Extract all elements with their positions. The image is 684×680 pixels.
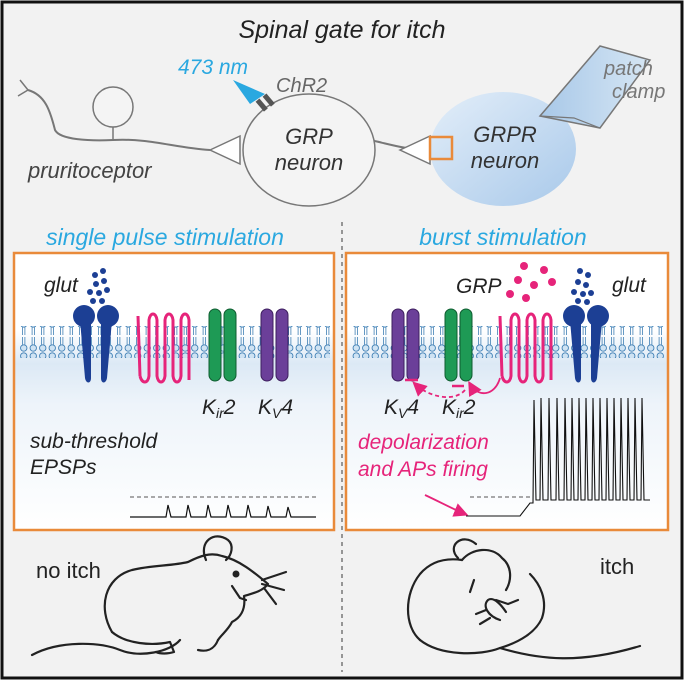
right-kir2-label: Kir2: [442, 396, 476, 421]
left-panel: [12, 251, 336, 532]
title: Spinal gate for itch: [238, 16, 445, 44]
grpr-neuron-label-1: GRPR: [473, 122, 537, 147]
patch-clamp-label-1: patch: [603, 58, 653, 80]
left-mouse-icon: [30, 535, 288, 657]
laser-beam-icon: [233, 80, 265, 104]
right-kv4-channel-icon: [391, 308, 420, 382]
right-heading: burst stimulation: [419, 224, 586, 250]
left-grpr-receptor-icon: [136, 312, 191, 384]
synapse-highlight-box: [428, 135, 454, 161]
right-glut-label: glut: [612, 274, 647, 297]
chr2-channel-icon: [255, 93, 275, 112]
right-mouse-icon: [407, 538, 642, 660]
grp-neuron: [242, 93, 431, 207]
grp-peptide-dots: [506, 262, 556, 302]
depol-arrow: [424, 494, 469, 517]
patch-clamp-label-2: clamp: [612, 81, 665, 103]
right-kir2-channel-icon: [444, 308, 473, 382]
pruritoceptor-label: pruritoceptor: [27, 158, 153, 183]
left-glut-receptor-icon: [73, 305, 119, 383]
left-glut-label: glut: [44, 274, 79, 297]
ap-firing-trace: [424, 397, 650, 517]
grpr-neuron: [428, 92, 576, 206]
right-glut-receptor-icon: [563, 305, 609, 383]
epsp-label-2: EPSPs: [30, 456, 97, 479]
grpr-neuron-label-2: neuron: [471, 148, 540, 173]
left-kir2-label: Kir2: [202, 396, 236, 421]
left-kir2-channel-icon: [208, 308, 237, 382]
epsp-trace: [130, 496, 316, 518]
right-panel: [344, 251, 670, 532]
depolarization-label-1: depolarization: [358, 431, 489, 454]
epsp-label-1: sub-threshold: [30, 430, 159, 453]
no-itch-caption: no itch: [36, 558, 101, 583]
grp-neuron-label-2: neuron: [275, 150, 344, 175]
left-kv4-channel-icon: [260, 308, 289, 382]
pruritoceptor-cell: [17, 79, 241, 166]
depolarization-label-2: and APs firing: [358, 458, 488, 481]
right-kv4-label: KV4: [384, 396, 419, 421]
grp-neuron-label-1: GRP: [285, 124, 333, 149]
left-kv4-label: KV4: [258, 396, 293, 421]
inhibition-arrows: [405, 377, 501, 398]
laser-wavelength-label: 473 nm: [178, 56, 248, 79]
right-glut-dots: [571, 268, 594, 305]
left-heading: single pulse stimulation: [46, 224, 284, 250]
left-glut-dots: [87, 268, 110, 304]
chr2-label: ChR2: [276, 75, 327, 97]
right-grpr-receptor-icon: [498, 312, 553, 384]
grp-label: GRP: [456, 275, 502, 298]
patch-clamp-pipette-icon: [538, 45, 652, 129]
itch-caption: itch: [600, 554, 634, 579]
